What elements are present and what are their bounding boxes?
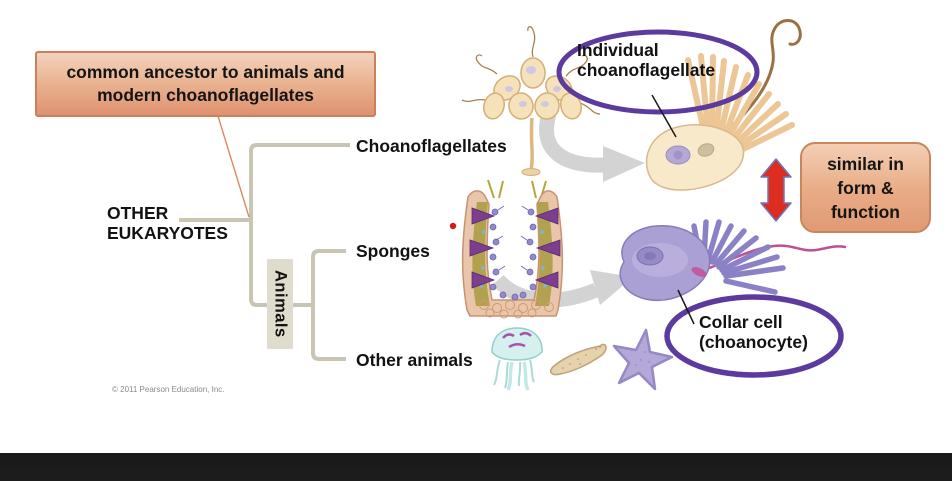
flatworm-illustration: [549, 343, 607, 376]
individual-choanoflagellate-cell-illustration: [645, 19, 802, 191]
individual-choanoflagellate-label: Individual choanoflagellate: [577, 40, 716, 80]
common-ancestor-callout: common ancestor to animals and modern ch…: [35, 51, 376, 117]
colony-cells: [483, 57, 582, 120]
individual-cell-body: [645, 124, 745, 191]
sponge-illustration: [461, 179, 564, 319]
sponge-wall: [461, 190, 564, 317]
colony-stalk: [529, 117, 534, 171]
starfish-illustration: [612, 328, 674, 391]
double-arrow-similarity: [760, 158, 792, 222]
callout-leader-line: [217, 115, 250, 218]
tree-animals-clade-lines: [311, 249, 346, 361]
sponge-honeycomb-base: [479, 300, 554, 319]
animals-clade-box: Animals: [267, 259, 293, 349]
diagram-artwork: [179, 19, 847, 391]
collar-cell-illustration: [619, 219, 847, 302]
slide-canvas: common ancestor to animals and modern ch…: [35, 19, 931, 394]
jellyfish-tentacles: [493, 359, 535, 389]
root-taxon-label: OTHER EUKARYOTES: [107, 203, 228, 243]
animals-clade-label: Animals: [271, 270, 290, 338]
branch-label-other-animals: Other animals: [356, 350, 473, 370]
similar-form-function-text: similar in form & function: [827, 153, 904, 222]
similar-form-function-box: similar in form & function: [800, 142, 931, 233]
collar-annotation-oval: [664, 294, 844, 378]
branch-label-choanoflagellates: Choanoflagellates: [356, 136, 507, 156]
copyright-notice: © 2011 Pearson Education, Inc.: [112, 385, 225, 394]
jellyfish-illustration: [491, 327, 543, 391]
collar-cell-flagellum: [702, 244, 847, 272]
sponge-choanocyte-lining: [489, 205, 537, 301]
common-ancestor-text: common ancestor to animals and modern ch…: [66, 62, 345, 105]
collar-pointer-line: [677, 289, 695, 325]
bottom-black-bar: [0, 453, 952, 481]
arrow-colony-to-cell: [539, 111, 645, 182]
individual-annotation-oval: [556, 29, 760, 115]
jellyfish-markings: [502, 332, 532, 349]
sponge-spicules: [487, 179, 547, 199]
phylo-tree-lines: [179, 143, 350, 361]
red-dot: [449, 222, 457, 230]
colony-nuclei: [505, 66, 561, 107]
starfish-texture: [635, 351, 650, 366]
collar-cell-label: Collar cell (choanocyte): [699, 312, 808, 352]
colony-flagella: [461, 26, 601, 115]
sponge-porocytes: [469, 207, 561, 289]
collar-cell-basal-body: [691, 267, 707, 277]
starfish-body: [612, 328, 674, 391]
individual-pointer-line: [651, 94, 677, 138]
individual-collar-microvilli: [685, 53, 795, 155]
individual-flagellum: [728, 19, 802, 130]
tree-trunk-and-choanoflagellate-branch: [249, 143, 350, 307]
collar-cell-microvilli: [691, 219, 786, 295]
flatworm-speckles: [562, 346, 601, 369]
choanoflagellate-colony-illustration: [461, 26, 601, 176]
branch-label-sponges: Sponges: [356, 241, 430, 261]
individual-organelle: [697, 143, 715, 157]
jellyfish-oral-arms: [506, 361, 530, 391]
